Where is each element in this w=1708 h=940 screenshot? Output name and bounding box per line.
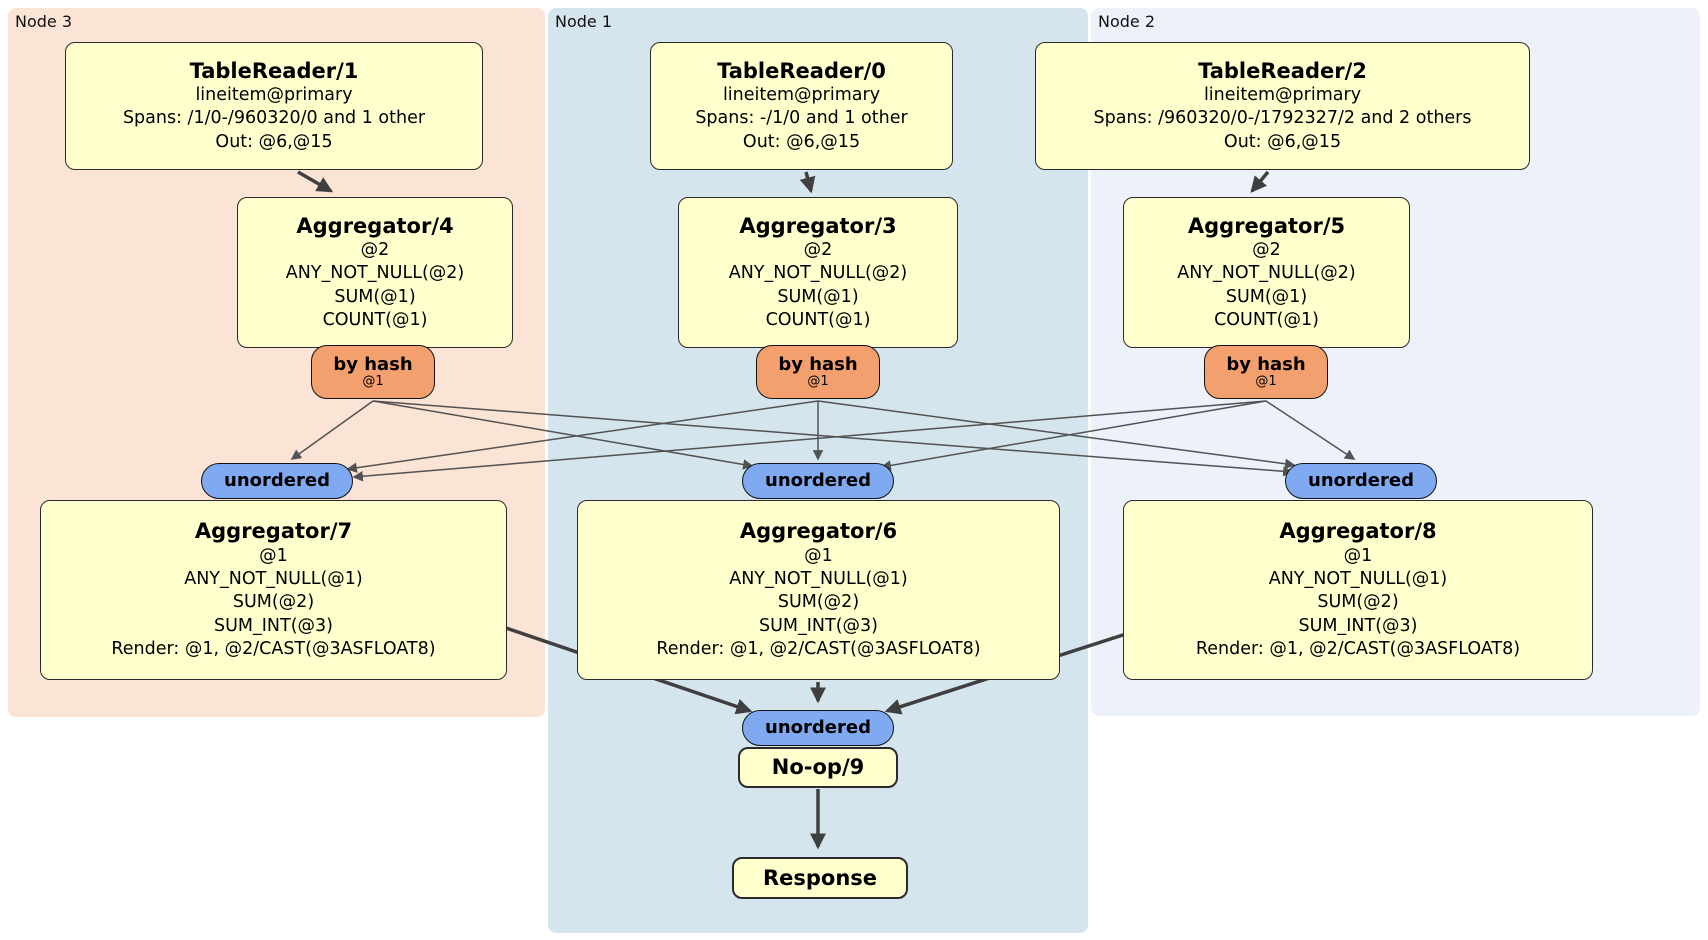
processor-title: Aggregator/4 (296, 213, 454, 238)
processor-detail-line: SUM_INT(@3) (759, 615, 878, 636)
processor-detail-line: COUNT(@1) (765, 310, 871, 331)
processor-detail-line: Out: @6,@15 (215, 131, 333, 152)
processor-title: Aggregator/6 (739, 519, 898, 544)
processor-detail-line: Out: @6,@15 (742, 131, 861, 152)
processor-detail-line: Spans: -/1/0 and 1 other (695, 108, 908, 129)
processor-detail-line: ANY_NOT_NULL(@2) (285, 263, 465, 284)
router-label: by hash (1226, 353, 1306, 375)
processor-detail-line: Render: @1, @2/CAST(@3ASFLOAT8) (111, 639, 436, 660)
processor-title: Aggregator/3 (739, 213, 897, 238)
router-label: by hash (778, 353, 858, 375)
processor-title: TableReader/0 (717, 58, 886, 83)
processor-tablereader-0: TableReader/0 lineitem@primary Spans: -/… (650, 42, 953, 170)
processor-title: Aggregator/8 (1279, 519, 1437, 544)
processor-title: Aggregator/5 (1187, 213, 1346, 238)
processor-detail-line: ANY_NOT_NULL(@1) (1268, 568, 1448, 589)
processor-response: Response (732, 857, 908, 899)
processor-detail-line: @2 (803, 239, 833, 260)
region-label-node2: Node 2 (1098, 12, 1156, 31)
router-by-hash-4: by hash @1 (311, 345, 435, 399)
processor-aggregator-6: Aggregator/6 @1 ANY_NOT_NULL(@1) SUM(@2)… (577, 500, 1060, 680)
processor-detail-line: lineitem@primary (195, 84, 353, 105)
processor-detail-line: ANY_NOT_NULL(@2) (1177, 263, 1356, 284)
processor-detail-line: SUM_INT(@3) (1298, 615, 1418, 636)
processor-detail-line: SUM_INT(@3) (214, 615, 333, 636)
router-detail: @1 (1255, 373, 1277, 389)
processor-detail-line: @1 (1343, 545, 1373, 566)
processor-title: No-op/9 (771, 755, 865, 780)
processor-aggregator-3: Aggregator/3 @2 ANY_NOT_NULL(@2) SUM(@1)… (678, 197, 958, 348)
stream-unordered-agg6: unordered (742, 463, 894, 499)
stream-label: unordered (224, 470, 330, 491)
processor-title: Aggregator/7 (194, 519, 353, 544)
processor-tablereader-2: TableReader/2 lineitem@primary Spans: /9… (1035, 42, 1530, 170)
stream-unordered-final: unordered (742, 710, 894, 746)
processor-aggregator-5: Aggregator/5 @2 ANY_NOT_NULL(@2) SUM(@1)… (1123, 197, 1410, 348)
processor-detail-line: COUNT(@1) (322, 310, 428, 331)
processor-detail-line: SUM(@1) (334, 286, 416, 307)
processor-tablereader-1: TableReader/1 lineitem@primary Spans: /1… (65, 42, 483, 170)
processor-detail-line: Spans: /1/0-/960320/0 and 1 other (122, 108, 426, 129)
stream-label: unordered (765, 717, 871, 738)
region-label-node1: Node 1 (555, 12, 613, 31)
region-label-node3: Node 3 (15, 12, 73, 31)
stream-label: unordered (1308, 470, 1414, 491)
processor-aggregator-7: Aggregator/7 @1 ANY_NOT_NULL(@1) SUM(@2)… (40, 500, 507, 680)
processor-detail-line: lineitem@primary (722, 84, 881, 105)
processor-detail-line: Render: @1, @2/CAST(@3ASFLOAT8) (656, 639, 981, 660)
processor-detail-line: @2 (360, 239, 390, 260)
processor-detail-line: SUM(@2) (777, 592, 860, 613)
processor-detail-line: ANY_NOT_NULL(@1) (729, 568, 908, 589)
processor-noop-9: No-op/9 (738, 747, 898, 788)
processor-detail-line: ANY_NOT_NULL(@1) (184, 568, 363, 589)
processor-aggregator-8: Aggregator/8 @1 ANY_NOT_NULL(@1) SUM(@2)… (1123, 500, 1593, 680)
processor-detail-line: @1 (804, 545, 833, 566)
processor-detail-line: SUM(@2) (1317, 592, 1399, 613)
router-by-hash-3: by hash @1 (756, 345, 880, 399)
router-by-hash-5: by hash @1 (1204, 345, 1328, 399)
processor-title: Response (762, 865, 878, 890)
processor-detail-line: @1 (259, 545, 288, 566)
router-detail: @1 (807, 373, 829, 389)
processor-detail-line: ANY_NOT_NULL(@2) (728, 263, 908, 284)
processor-title: TableReader/2 (1198, 58, 1367, 83)
processor-detail-line: Out: @6,@15 (1223, 131, 1342, 152)
processor-detail-line: COUNT(@1) (1214, 310, 1319, 331)
processor-detail-line: lineitem@primary (1203, 84, 1362, 105)
stream-unordered-agg8: unordered (1285, 463, 1437, 499)
processor-detail-line: SUM(@1) (1225, 286, 1308, 307)
router-detail: @1 (362, 373, 384, 389)
processor-detail-line: @2 (1252, 239, 1281, 260)
processor-detail-line: Spans: /960320/0-/1792327/2 and 2 others (1093, 108, 1472, 129)
processor-detail-line: Render: @1, @2/CAST(@3ASFLOAT8) (1195, 639, 1521, 660)
processor-title: TableReader/1 (189, 58, 359, 83)
processor-detail-line: SUM(@2) (232, 592, 315, 613)
processor-aggregator-4: Aggregator/4 @2 ANY_NOT_NULL(@2) SUM(@1)… (237, 197, 513, 348)
stream-label: unordered (765, 470, 871, 491)
router-label: by hash (333, 353, 413, 375)
processor-detail-line: SUM(@1) (777, 286, 859, 307)
stream-unordered-agg7: unordered (201, 463, 353, 499)
